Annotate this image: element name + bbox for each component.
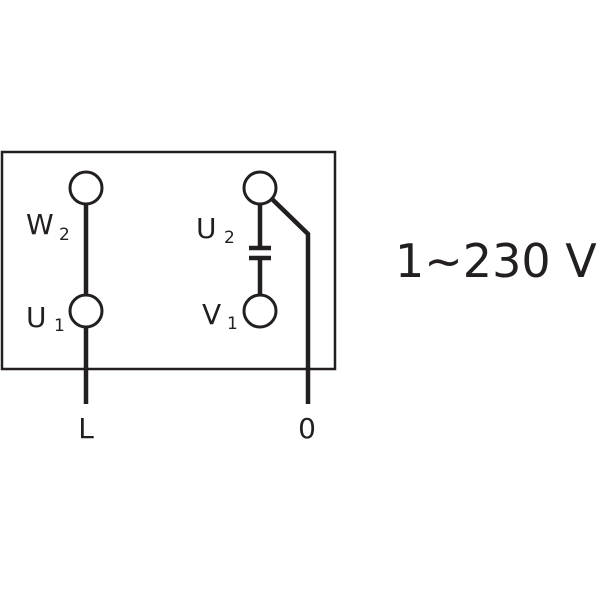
label-w2: W (26, 208, 54, 241)
label-v1-subscript: 1 (227, 314, 238, 334)
terminal-u2 (242, 170, 278, 206)
label-u2: U (196, 212, 217, 245)
supply-rating: 1~230 V (395, 234, 597, 288)
label-v1: V (202, 298, 221, 331)
label-u1: U (26, 301, 47, 334)
label-u2-subscript: 2 (224, 228, 235, 248)
terminal-u1 (68, 293, 104, 329)
lead-label-line: L (78, 412, 94, 445)
lead-label-neutral: 0 (298, 412, 316, 445)
terminal-box (0, 150, 337, 371)
label-u1-subscript: 1 (54, 316, 65, 336)
terminal-v1 (242, 293, 278, 329)
terminal-w2 (68, 170, 104, 206)
label-w2-subscript: 2 (59, 225, 70, 245)
wire-u2-neutral (270, 197, 311, 404)
